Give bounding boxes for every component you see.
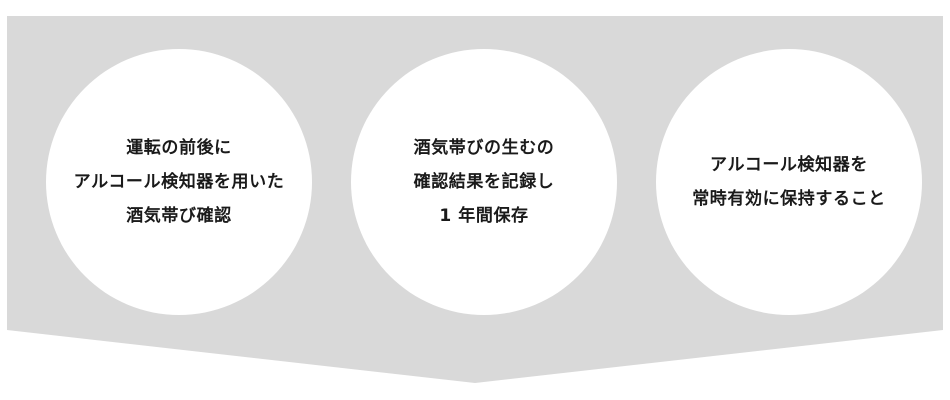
step-text-2: 酒気帯びの生むの 確認結果を記録し 1 年間保存	[414, 131, 555, 233]
step-3-line-1: アルコール検知器を	[710, 155, 868, 175]
step-circle-3: アルコール検知器を 常時有効に保持すること	[656, 49, 922, 315]
step-circle-1: 運転の前後に アルコール検知器を用いた 酒気帯び確認	[46, 49, 312, 315]
step-circle-2: 酒気帯びの生むの 確認結果を記録し 1 年間保存	[351, 49, 617, 315]
step-2-line-2: 確認結果を記録し	[413, 172, 555, 192]
step-2-line-3: 1 年間保存	[439, 206, 529, 226]
step-1-line-2: アルコール検知器を用いた	[73, 172, 285, 192]
step-2-line-1: 酒気帯びの生むの	[413, 138, 555, 158]
step-1-line-1: 運転の前後に	[126, 138, 232, 158]
step-1-line-3: 酒気帯び確認	[126, 206, 232, 226]
step-3-line-2: 常時有効に保持すること	[692, 189, 886, 209]
step-text-3: アルコール検知器を 常時有効に保持すること	[692, 148, 886, 216]
step-text-1: 運転の前後に アルコール検知器を用いた 酒気帯び確認	[74, 131, 285, 233]
